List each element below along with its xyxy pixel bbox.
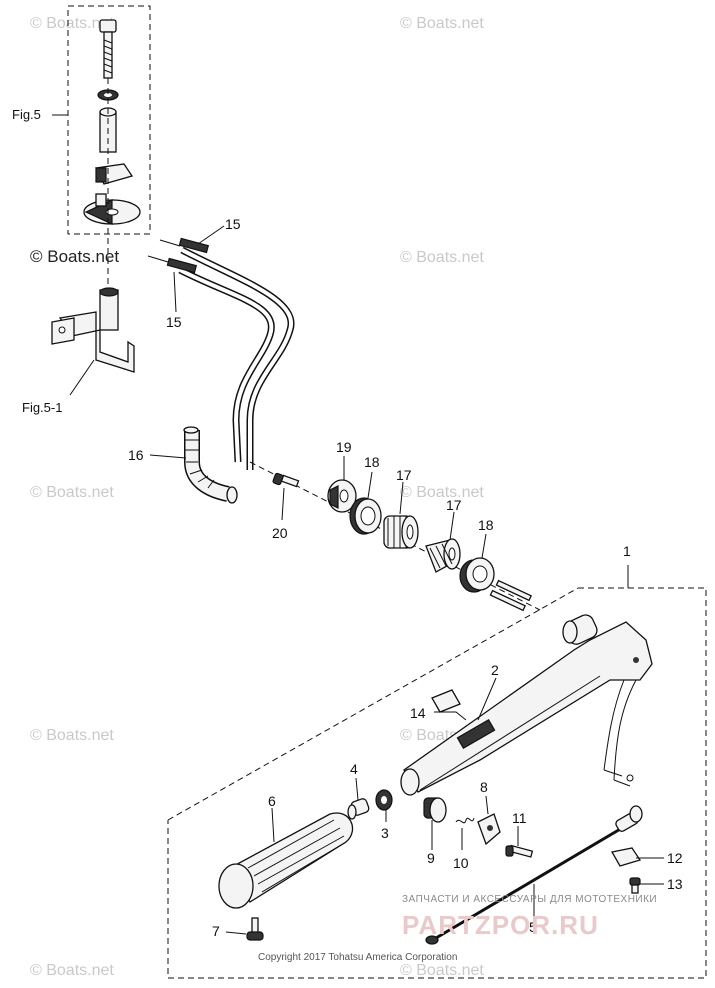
callout-14-leader: [434, 711, 467, 721]
callout-10: 10: [453, 855, 469, 871]
part-6-throttle-grip: [218, 812, 354, 909]
callout-17a-leader: [399, 481, 404, 515]
tiller-assembly-box: [167, 587, 707, 979]
callout-2-leader: [477, 677, 497, 721]
callout-12: 12: [667, 850, 683, 866]
shop-banner-logo: PARTZPOR.RU: [402, 910, 599, 940]
callout-15a: 15: [225, 216, 241, 232]
part-4-sleeve: [347, 798, 370, 820]
part-18-bushing-second: [459, 557, 495, 593]
fig5-label: Fig.5: [12, 107, 41, 122]
callout-6: 6: [268, 793, 276, 809]
callout-7-leader: [225, 931, 247, 935]
fig5-bolt: [99, 19, 117, 79]
callout-15b-leader: [173, 271, 177, 313]
callout-15b: 15: [166, 314, 182, 330]
part-17-gear-second: [425, 538, 461, 573]
callout-3: 3: [381, 825, 389, 841]
callout-8: 8: [480, 779, 488, 795]
callout-4: 4: [350, 761, 358, 777]
part-13-screw: [629, 877, 641, 894]
fig5-1-label: Fig.5-1: [22, 400, 62, 415]
callout-14: 14: [410, 705, 426, 721]
callout-8-leader: [485, 795, 489, 815]
callout-17b: 17: [446, 497, 462, 513]
part-7-screw: [246, 917, 264, 941]
callout-18b: 18: [478, 517, 494, 533]
tiller-pins: [489, 579, 533, 612]
watermark: © Boats.net: [30, 727, 114, 744]
part-10-spring: [455, 817, 475, 824]
callout-16: 16: [128, 447, 144, 463]
tiller-assembly-box-diagonal: [167, 587, 579, 821]
watermark: © Boats.net: [30, 962, 114, 979]
part-16-grommet: [183, 426, 238, 504]
watermark: © Boats.net: [400, 962, 484, 979]
callout-18a-leader: [367, 471, 373, 499]
part-17-gear: [383, 515, 419, 549]
callout-16-leader: [149, 454, 187, 459]
callout-1: 1: [623, 543, 631, 559]
callout-19: 19: [336, 439, 352, 455]
part-11-bolt: [505, 844, 534, 858]
callout-7: 7: [212, 923, 220, 939]
callout-11: 11: [512, 810, 527, 826]
watermark: © Boats.net: [30, 15, 114, 32]
shop-banner-tagline: ЗАПЧАСТИ И АКСЕССУАРЫ ДЛЯ МОТОТЕХНИКИ: [402, 894, 657, 905]
part-2-tiller-handle: [400, 614, 653, 796]
callout-18a: 18: [364, 454, 380, 470]
watermark: © Boats.net: [400, 15, 484, 32]
callout-5: 5: [529, 919, 537, 935]
part-19-plate: [327, 479, 357, 513]
watermark: © Boats.net: [400, 249, 484, 266]
part-14-decal: [431, 689, 461, 713]
callout-9: 9: [427, 850, 435, 866]
callout-6-leader: [271, 807, 275, 843]
fig5-1-bracket: [51, 287, 135, 373]
part-20-screw: [272, 472, 300, 488]
watermark-prominent: © Boats.net: [30, 247, 119, 266]
callout-17b-leader: [449, 511, 455, 541]
part-9-adjust-knob: [423, 797, 447, 823]
watermark: © Boats.net: [400, 484, 484, 501]
fig5-box: [67, 5, 151, 235]
callout-17a: 17: [396, 467, 412, 483]
copyright-notice: Copyright 2017 Tohatsu America Corporati…: [258, 952, 457, 963]
part-5-friction-rod: [425, 805, 643, 945]
callout-15a-leader: [197, 225, 225, 245]
callout-13: 13: [667, 876, 683, 892]
callout-20-leader: [281, 487, 285, 521]
fig5-1-leader: [69, 359, 95, 396]
callout-2: 2: [491, 662, 499, 678]
part-12-clip: [610, 847, 642, 867]
callout-18b-leader: [481, 533, 487, 559]
watermark: © Boats.net: [30, 484, 114, 501]
callout-4-leader: [355, 777, 359, 801]
throttle-cables: [147, 237, 295, 470]
fig5-friction-plate: [83, 193, 141, 225]
callout-20: 20: [272, 525, 288, 541]
fig5-bracket: [95, 163, 134, 185]
part-8-friction-block: [477, 813, 501, 846]
part-18-bushing: [349, 497, 382, 535]
